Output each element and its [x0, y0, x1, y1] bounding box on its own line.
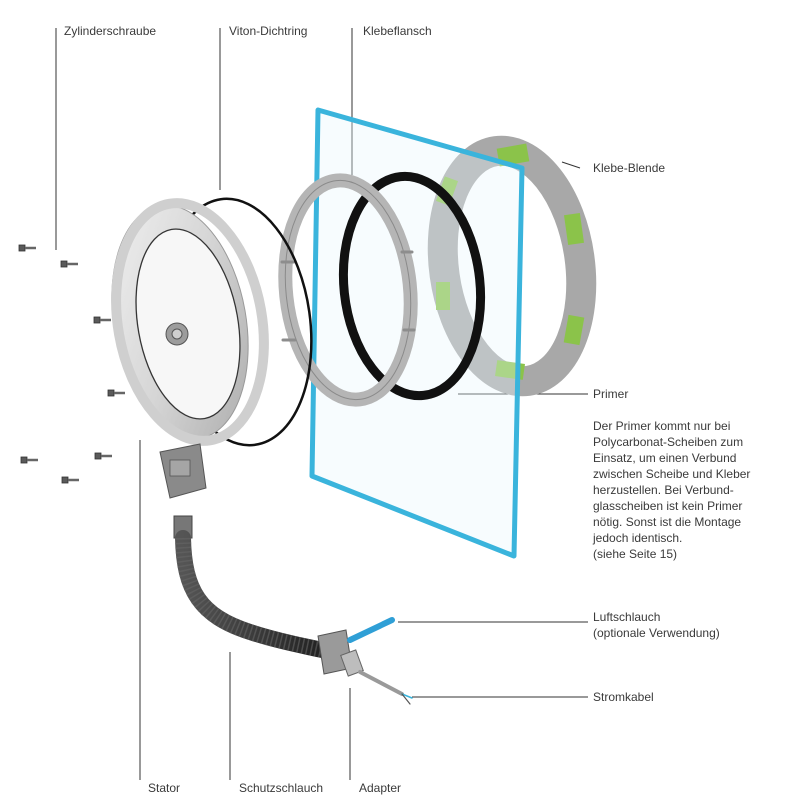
primer-description-line: (siehe Seite 15)	[593, 547, 678, 561]
label-primer: Primer	[593, 387, 629, 401]
primer-description-line: nötig. Sonst ist die Montage	[593, 515, 742, 529]
adapter	[317, 629, 364, 677]
klebeflansch-ring	[278, 173, 418, 407]
label-zylinderschraube: Zylinderschraube	[64, 24, 157, 38]
primer-description-line: glasscheiben ist kein Primer	[593, 499, 743, 513]
zylinderschrauben	[18, 244, 125, 484]
stromkabel	[358, 670, 413, 705]
label-luftschlauch-note: (optionale Verwendung)	[593, 626, 720, 640]
screw-2	[60, 260, 78, 268]
stator-hub	[165, 322, 189, 346]
primer-description: Der Primer kommt nur bei Polycarbonat-Sc…	[593, 418, 778, 562]
screw-1	[18, 244, 36, 252]
label-schutzschlauch: Schutzschlauch	[239, 781, 324, 795]
schutzschlauch	[173, 515, 330, 658]
label-adapter: Adapter	[359, 781, 402, 795]
label-klebeflansch: Klebeflansch	[363, 24, 432, 38]
label-klebe-blende: Klebe-Blende	[593, 161, 666, 175]
screw-5	[20, 456, 38, 464]
primer-description-line: zwischen Scheibe und Kleber	[593, 467, 751, 481]
label-viton-dichtring: Viton-Dichtring	[229, 24, 308, 38]
primer-ring	[338, 171, 486, 401]
leader-klebe-blende	[561, 161, 581, 169]
label-stator: Stator	[148, 781, 181, 795]
primer-description-line: Polycarbonat-Scheiben zum	[593, 435, 744, 449]
primer-description-line: Der Primer kommt nur bei	[593, 419, 731, 433]
stator	[111, 198, 269, 499]
screw-7	[61, 476, 79, 484]
screw-4	[107, 389, 125, 397]
primer-description-line: Einsatz, um einen Verbund	[593, 451, 737, 465]
primer-description-line: herzustellen. Bei Verbund-	[593, 483, 734, 497]
screw-6	[94, 452, 112, 460]
glass-pane	[309, 107, 525, 559]
label-stromkabel: Stromkabel	[593, 690, 654, 704]
luftschlauch	[347, 617, 395, 643]
label-luftschlauch: Luftschlauch	[593, 610, 661, 624]
screw-3	[93, 316, 111, 324]
primer-description-line: jedoch identisch.	[593, 531, 683, 545]
